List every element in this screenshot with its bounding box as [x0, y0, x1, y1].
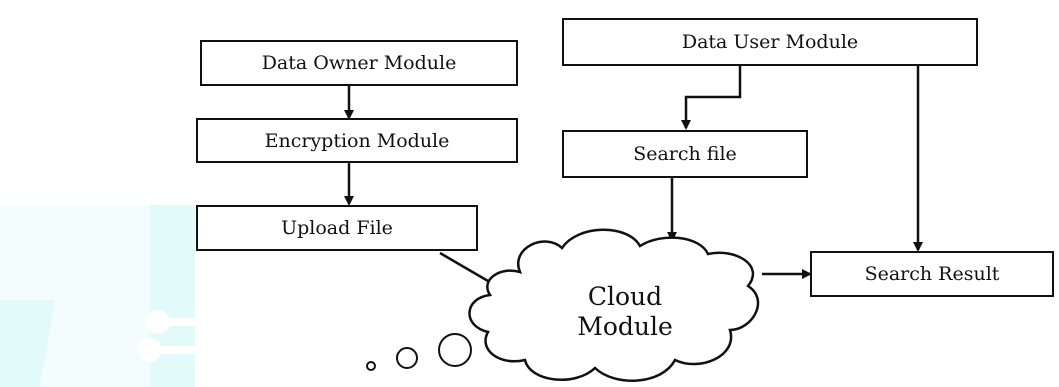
- data-user-module-label: Data User Module: [681, 31, 859, 53]
- upload-file-label: Upload File: [281, 217, 393, 239]
- cloud-label-line1: Cloud: [587, 282, 663, 311]
- search-file-label: Search file: [633, 143, 737, 165]
- encryption-module-box: Encryption Module: [196, 118, 518, 163]
- data-owner-module-box: Data Owner Module: [200, 40, 518, 86]
- upload-file-box: Upload File: [196, 205, 478, 251]
- data-owner-module-label: Data Owner Module: [261, 52, 457, 74]
- search-file-box: Search file: [562, 130, 808, 178]
- cloud-label-line2: Module: [577, 312, 673, 341]
- thought-bubble-small: [366, 361, 376, 371]
- watermark-logo: [0, 205, 195, 387]
- thought-bubble-large: [438, 333, 472, 367]
- search-result-box: Search Result: [810, 251, 1054, 297]
- encryption-module-label: Encryption Module: [264, 129, 450, 152]
- cloud-shape: [468, 228, 760, 382]
- data-user-module-box: Data User Module: [562, 18, 978, 66]
- arrow-user-to-search-file: [681, 66, 742, 130]
- search-result-label: Search Result: [864, 263, 1000, 285]
- thought-bubble-medium: [396, 347, 418, 369]
- cloud-module-label: Cloud Module: [540, 282, 710, 342]
